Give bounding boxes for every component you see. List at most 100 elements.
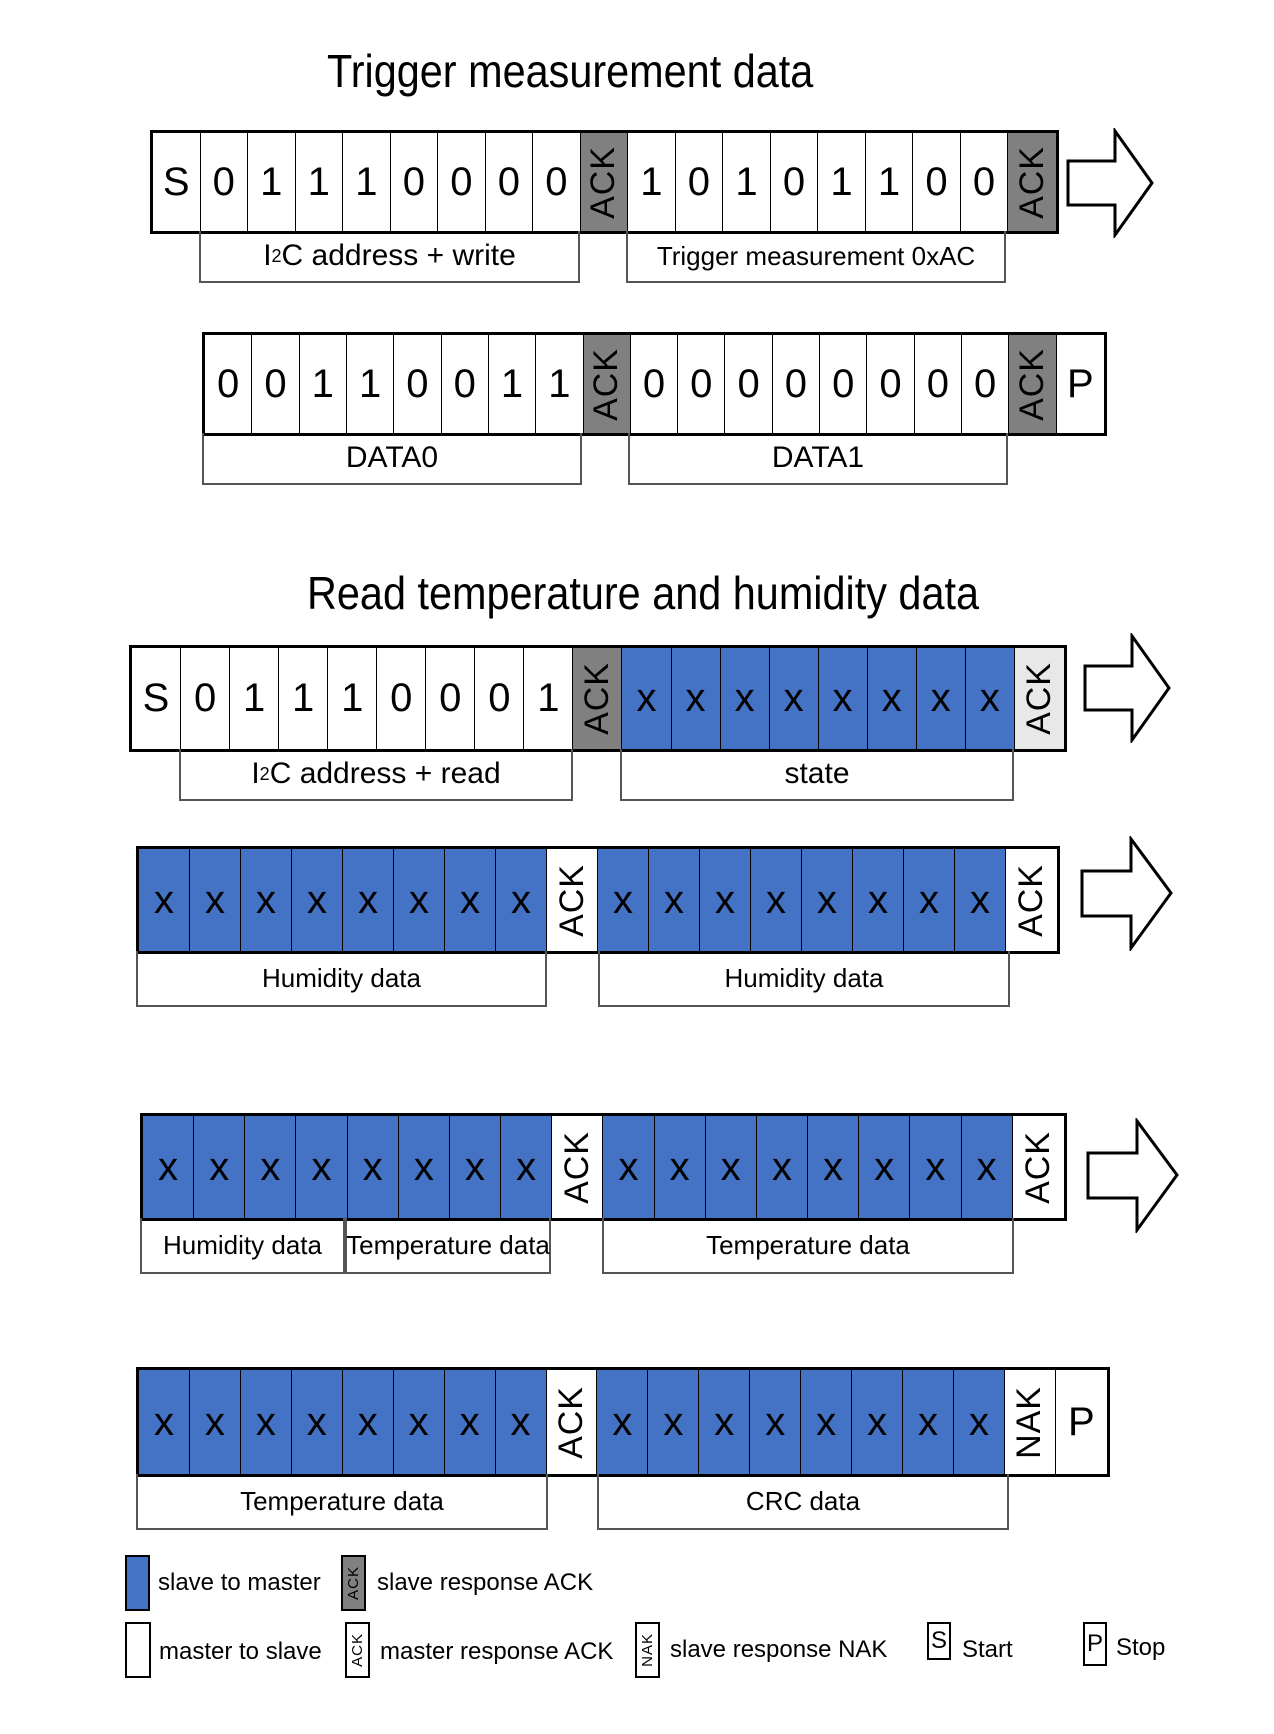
bit-cell: x [394, 849, 445, 951]
bit-cell: x [597, 1370, 649, 1474]
bit-cell: 0 [915, 335, 962, 433]
bit-cell: x [393, 1370, 445, 1474]
bit-cell: 0 [391, 133, 439, 231]
bit-value: 1 [537, 676, 560, 720]
bit-cell: x [853, 849, 904, 951]
bit-cell: x [598, 849, 649, 951]
bit-value: 0 [784, 361, 808, 406]
bit-value: 0 [782, 159, 806, 204]
bit-cell: 1 [818, 133, 866, 231]
bit-cell: P [1056, 1370, 1107, 1474]
legend-slave-to-master: slave to master [158, 1569, 321, 1596]
bit-value: 0 [690, 361, 713, 406]
legend-master-response-ack: master response ACK [380, 1638, 614, 1665]
bit-value: x [867, 1399, 888, 1444]
ack-cell: ACK [1014, 648, 1064, 749]
bit-cell: x [342, 1370, 394, 1474]
bit-cell: 1 [279, 648, 329, 749]
bit-cell: x [245, 1116, 297, 1218]
bit-value: 1 [355, 159, 378, 204]
bit-value: 1 [307, 159, 330, 204]
bit-cell: P [1057, 335, 1104, 433]
bit-cell: 0 [961, 133, 1009, 231]
bit-value: x [720, 1144, 741, 1189]
bit-cell: x [241, 849, 292, 951]
bit-cell: x [852, 1370, 904, 1474]
ack-bit-label: ACK [587, 347, 626, 421]
bit-cell: x [291, 1370, 343, 1474]
bit-cell: 1 [230, 648, 280, 749]
bit-value: x [636, 676, 657, 720]
legend-start-swatch: S [927, 1622, 951, 1660]
bit-value: 0 [925, 159, 948, 204]
bit-value: x [362, 1144, 383, 1189]
bit-value: 0 [212, 159, 235, 204]
bit-cell: x [343, 849, 394, 951]
label-temperature-2: Temperature data [602, 1218, 1014, 1274]
bit-value: x [516, 1144, 537, 1189]
label-humidity-3: Humidity data [140, 1218, 345, 1274]
bit-value: x [460, 877, 480, 922]
bit-value: 1 [358, 361, 382, 406]
bit-value: x [209, 1144, 230, 1189]
bit-value: x [715, 877, 735, 922]
bit-cell: x [347, 1116, 399, 1218]
bit-cell: 0 [820, 335, 868, 433]
legend-stop-swatch: P [1083, 1622, 1107, 1666]
bit-value: x [154, 877, 174, 922]
bit-value: S [162, 159, 190, 204]
bit-value: 0 [974, 361, 997, 406]
bit-cell: x [954, 1370, 1005, 1474]
bit-value: x [685, 676, 706, 720]
bit-value: x [465, 1144, 486, 1189]
legend-master-to-slave: master to slave [159, 1638, 322, 1665]
bit-cell: x [903, 1370, 954, 1474]
bit-cell: 1 [536, 335, 584, 433]
ack-cell: ACK [1006, 849, 1057, 951]
bit-value: x [205, 877, 225, 922]
legend-stop: Stop [1116, 1634, 1166, 1661]
label-humidity-2: Humidity data [598, 951, 1010, 1007]
continue-arrow-icon [1080, 836, 1173, 951]
ack-bit-label: ACK [557, 1130, 596, 1204]
bit-value: x [306, 1399, 327, 1444]
nak-cell: NAK [1005, 1370, 1056, 1474]
ack-cell: ACK [1008, 133, 1056, 231]
bit-value: 0 [406, 361, 429, 406]
bit-cell: x [867, 648, 917, 749]
bit-cell: x [705, 1116, 757, 1218]
bit-cell: x [751, 849, 802, 951]
bit-value: x [256, 877, 276, 922]
bit-cell: 0 [205, 335, 253, 433]
label-humidity-1: Humidity data [136, 951, 547, 1007]
bit-value: x [930, 676, 951, 720]
bit-value: 1 [260, 159, 283, 204]
bit-cell: x [444, 1370, 496, 1474]
bit-cell: x [240, 1370, 292, 1474]
bit-cell: x [143, 1116, 195, 1218]
bit-cell: x [445, 849, 496, 951]
bit-value: 0 [453, 361, 476, 406]
bit-cell: x [501, 1116, 553, 1218]
bit-value: 0 [972, 159, 996, 204]
bit-value: x [510, 1399, 531, 1444]
bit-value: x [881, 676, 902, 720]
ack-cell: ACK [552, 1116, 604, 1218]
ack-bit-label: ACK [1012, 347, 1051, 421]
bit-cell: S [153, 133, 201, 231]
bit-value: x [612, 1399, 633, 1444]
bit-value: x [925, 1144, 946, 1189]
ack-bit-label: ACK [1018, 1130, 1057, 1204]
continue-arrow-icon [1066, 128, 1154, 238]
bit-value: x [664, 877, 684, 922]
bit-value: x [669, 1144, 690, 1189]
label-temperature-3: Temperature data [136, 1474, 548, 1530]
bit-cell: 1 [723, 133, 771, 231]
bit-cell: 1 [248, 133, 296, 231]
ack-bit-label: ACK [577, 662, 616, 735]
ack-bit-label: ACK [1012, 863, 1050, 937]
bit-cell: x [700, 849, 751, 951]
bit-cell: 0 [438, 133, 486, 231]
